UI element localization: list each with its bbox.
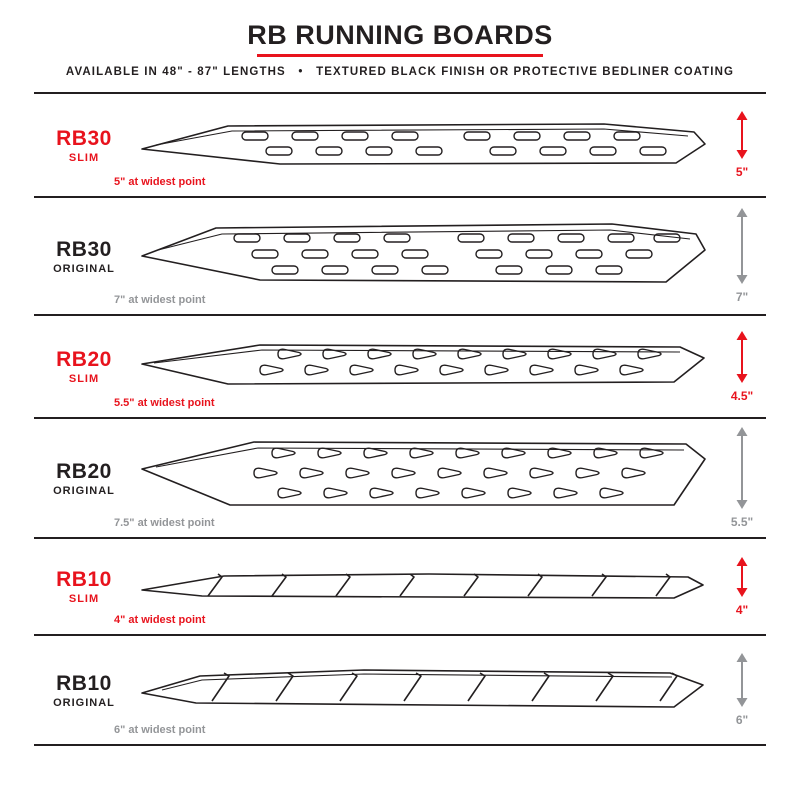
width-note: 7" at widest point	[114, 294, 206, 306]
board-illustration-rb10-slim	[134, 568, 714, 606]
board-row-rb30-original: RB30 ORIGINAL	[34, 196, 766, 314]
board-drawing-icon	[141, 223, 706, 283]
height-arrow-icon	[736, 653, 748, 707]
width-note: 7.5" at widest point	[114, 517, 215, 529]
model-name: RB10	[56, 568, 112, 591]
height-arrow-icon	[736, 208, 748, 284]
board-drawing-icon	[141, 343, 705, 385]
width-note: 5" at widest point	[114, 176, 206, 188]
board-row-rb10-original: RB10 ORIGINAL 6"	[34, 634, 766, 746]
board-label: RB10 ORIGINAL	[34, 672, 134, 709]
model-variant: SLIM	[68, 151, 100, 164]
height-value: 5.5"	[730, 515, 754, 529]
height-dimension: 5"	[714, 111, 770, 179]
height-arrow-icon	[736, 556, 748, 597]
height-dimension: 4.5"	[714, 330, 770, 403]
board-illustration-rb30-original	[134, 216, 714, 296]
height-value: 4.5"	[730, 388, 754, 403]
board-row-rb20-slim: RB20 SLIM	[34, 314, 766, 417]
board-illustration-rb30-slim	[134, 117, 714, 173]
width-note: 4" at widest point	[114, 614, 206, 626]
height-value: 4"	[735, 602, 749, 617]
model-name: RB30	[56, 126, 112, 150]
model-name: RB30	[56, 237, 112, 261]
board-drawing-icon	[141, 441, 706, 506]
board-label: RB20 SLIM	[34, 348, 134, 385]
height-dimension: 5.5"	[714, 427, 770, 529]
page-title: RB RUNNING BOARDS	[247, 20, 553, 50]
board-label: RB30 ORIGINAL	[34, 238, 134, 275]
height-dimension: 6"	[714, 653, 770, 727]
model-name: RB20	[56, 348, 112, 371]
height-value: 6"	[735, 713, 749, 727]
model-variant: SLIM	[68, 593, 100, 605]
board-illustration-rb20-slim	[134, 338, 714, 396]
height-value: 5"	[735, 165, 749, 179]
height-arrow-icon	[736, 427, 748, 509]
board-drawing-icon	[141, 123, 706, 165]
height-dimension: 7"	[714, 208, 770, 304]
height-dimension: 4"	[714, 556, 770, 617]
board-label: RB20 ORIGINAL	[34, 460, 134, 497]
model-variant: SLIM	[68, 373, 100, 385]
width-note: 5.5" at widest point	[114, 397, 215, 409]
board-drawing-icon	[141, 572, 704, 599]
width-note: 6" at widest point	[114, 724, 206, 736]
model-name: RB20	[56, 459, 112, 483]
height-arrow-icon	[736, 330, 748, 383]
rb-running-boards-diagram: RB RUNNING BOARDS AVAILABLE IN 48" - 87"…	[34, 20, 766, 746]
title-underline	[257, 54, 543, 57]
board-illustration-rb20-original	[134, 435, 714, 521]
board-row-rb20-original: RB20 ORIGINAL	[34, 417, 766, 537]
board-label: RB30 SLIM	[34, 127, 134, 164]
model-variant: ORIGINAL	[53, 484, 115, 497]
page-subtitle: AVAILABLE IN 48" - 87" LENGTHS • TEXTURE…	[65, 66, 735, 78]
height-arrow-icon	[736, 111, 748, 159]
board-drawing-icon	[141, 669, 704, 708]
page-header: RB RUNNING BOARDS AVAILABLE IN 48" - 87"…	[34, 20, 766, 78]
board-label: RB10 SLIM	[34, 568, 134, 605]
model-variant: ORIGINAL	[53, 696, 115, 709]
height-value: 7"	[735, 290, 749, 304]
board-row-rb30-slim: RB30 SLIM	[34, 92, 766, 196]
model-name: RB10	[56, 671, 112, 695]
model-variant: ORIGINAL	[53, 262, 115, 275]
board-illustration-rb10-original	[134, 663, 714, 717]
board-rows: RB30 SLIM	[34, 92, 766, 746]
board-row-rb10-slim: RB10 SLIM 4" 4" at	[34, 537, 766, 634]
